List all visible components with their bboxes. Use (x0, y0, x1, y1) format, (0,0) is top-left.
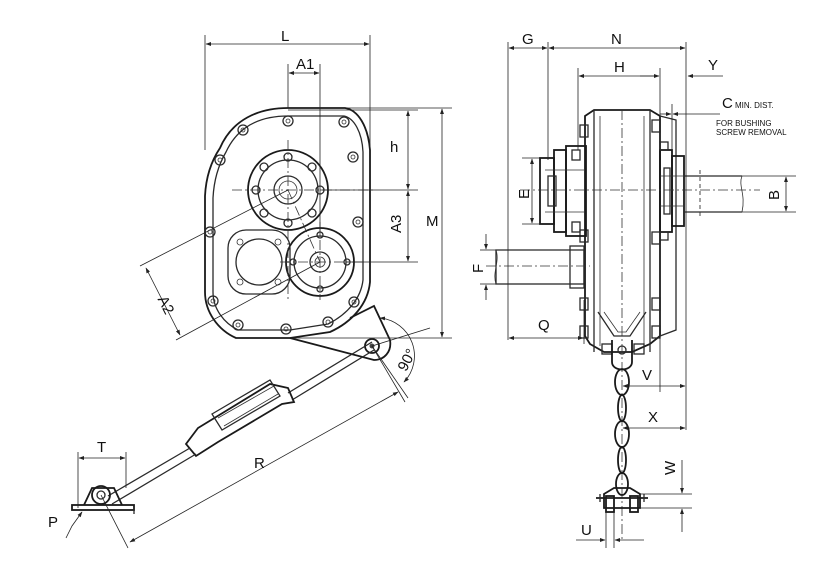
turnbuckle-rod (71, 341, 375, 514)
label-B: B (766, 190, 783, 200)
label-Q: Q (538, 317, 550, 334)
label-C: C (722, 95, 733, 112)
housing-inner-outline (212, 115, 364, 331)
output-shaft (684, 170, 744, 216)
label-L: L (281, 28, 289, 45)
side-view: G N H Y C MIN. DIST. FOR BUSHING SCREW R… (470, 31, 796, 548)
label-angle: 90° (394, 346, 420, 374)
side-bolts (579, 119, 661, 355)
label-N: N (611, 31, 622, 48)
housing-outline (204, 107, 371, 339)
label-A2: A2 (154, 293, 177, 317)
label-h: h (390, 139, 398, 156)
label-R: R (254, 455, 265, 472)
label-A1: A1 (296, 56, 314, 73)
label-P: P (48, 514, 58, 531)
label-H: H (614, 59, 625, 76)
note-line-1: FOR BUSHING (716, 119, 772, 128)
front-flange-stack (539, 145, 587, 237)
side-body (584, 109, 661, 353)
note-line-2: SCREW REMOVAL (716, 128, 787, 137)
rear-flange-stack (659, 141, 685, 241)
front-view: 90° L A1 h A3 M A2 R (48, 28, 452, 549)
label-A3: A3 (388, 215, 405, 233)
label-F: F (470, 264, 487, 273)
label-Y: Y (708, 57, 718, 74)
housing-bolt-holes (204, 115, 364, 335)
label-E: E (516, 189, 533, 199)
label-G: G (522, 31, 534, 48)
input-shaft (494, 245, 585, 289)
label-T: T (97, 439, 106, 456)
label-C-note: MIN. DIST. (735, 101, 774, 110)
label-X: X (648, 409, 658, 426)
label-M: M (426, 213, 439, 230)
label-U: U (581, 522, 592, 539)
label-V: V (642, 367, 652, 384)
label-W: W (662, 460, 679, 475)
